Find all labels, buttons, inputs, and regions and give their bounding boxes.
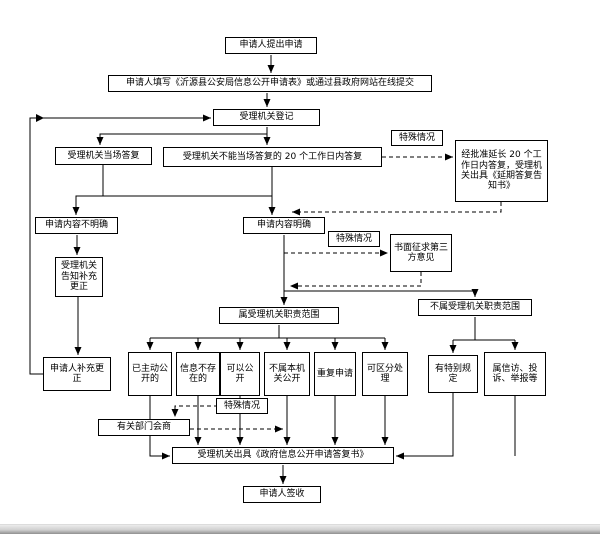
connector-inscope-distribution bbox=[150, 325, 385, 339]
connector-branch-outscope bbox=[284, 289, 479, 297]
node-petition-complaint: 属信访、投诉、举报等 bbox=[484, 352, 546, 396]
connector-specialrule-reply bbox=[396, 393, 454, 460]
solid-connectors bbox=[29, 55, 519, 484]
node-within-scope: 属受理机关职责范围 bbox=[219, 307, 339, 324]
node-applicant-supplements: 申请人补充更正 bbox=[43, 357, 111, 391]
node-consult-third-party: 书面征求第三方意见 bbox=[390, 234, 452, 272]
node-not-this-authority: 不属本机关公开 bbox=[264, 352, 310, 396]
node-can-disclose: 可以公开 bbox=[220, 352, 260, 396]
node-onspot-reply: 受理机关当场答复 bbox=[55, 147, 152, 165]
connector-published-reply bbox=[149, 396, 170, 460]
node-departments-consult: 有关部门会商 bbox=[98, 419, 190, 436]
connector-extend-return bbox=[292, 202, 502, 216]
node-repeated-application: 重复申请 bbox=[314, 352, 356, 396]
dashed-connectors bbox=[171, 153, 502, 433]
node-issue-reply-document: 受理机关出具《政府信息公开申请答复书》 bbox=[172, 447, 394, 464]
connector-outscope-distribution bbox=[453, 317, 515, 341]
loop-arrowhead bbox=[36, 114, 44, 122]
node-already-published: 已主动公开的 bbox=[128, 352, 172, 396]
connector-branch-unclear bbox=[72, 195, 272, 215]
node-separable-handling: 可区分处理 bbox=[362, 352, 408, 396]
node-content-unclear: 申请内容不明确 bbox=[35, 217, 118, 234]
node-special-case-2: 特殊情况 bbox=[328, 231, 380, 247]
node-outside-scope: 不属受理机关职责范围 bbox=[418, 299, 532, 316]
connector-thirdparty-return bbox=[290, 272, 422, 290]
node-special-case-1: 特殊情况 bbox=[391, 130, 443, 146]
node-applicant-submits: 申请人提出申请 bbox=[225, 37, 317, 54]
connector-special-consult bbox=[171, 405, 218, 417]
node-fill-application-form: 申请人填写《沂源县公安局信息公开申请表》或通过县政府网站在线提交 bbox=[108, 75, 432, 92]
horizontal-scrollbar[interactable] bbox=[0, 524, 600, 534]
connector-supplement-register-loop bbox=[29, 114, 211, 375]
node-special-case-3: 特殊情况 bbox=[216, 398, 268, 414]
node-special-provisions: 有特别规定 bbox=[428, 355, 478, 393]
node-approved-extension: 经批准延长 20 个工作日内答复，受理机关出具《延期答复告知书》 bbox=[455, 140, 548, 202]
node-applicant-signs: 申请人签收 bbox=[243, 486, 321, 503]
node-reply-within-20-days: 受理机关不能当场答复的 20 个工作日内答复 bbox=[163, 147, 382, 167]
node-notify-supplement: 受理机关告知补充更正 bbox=[55, 257, 103, 297]
node-info-not-exist: 信息不存在的 bbox=[176, 352, 220, 396]
node-content-clear: 申请内容明确 bbox=[243, 217, 325, 234]
node-authority-registration: 受理机关登记 bbox=[213, 109, 320, 126]
connector-register-onspot bbox=[96, 133, 267, 145]
